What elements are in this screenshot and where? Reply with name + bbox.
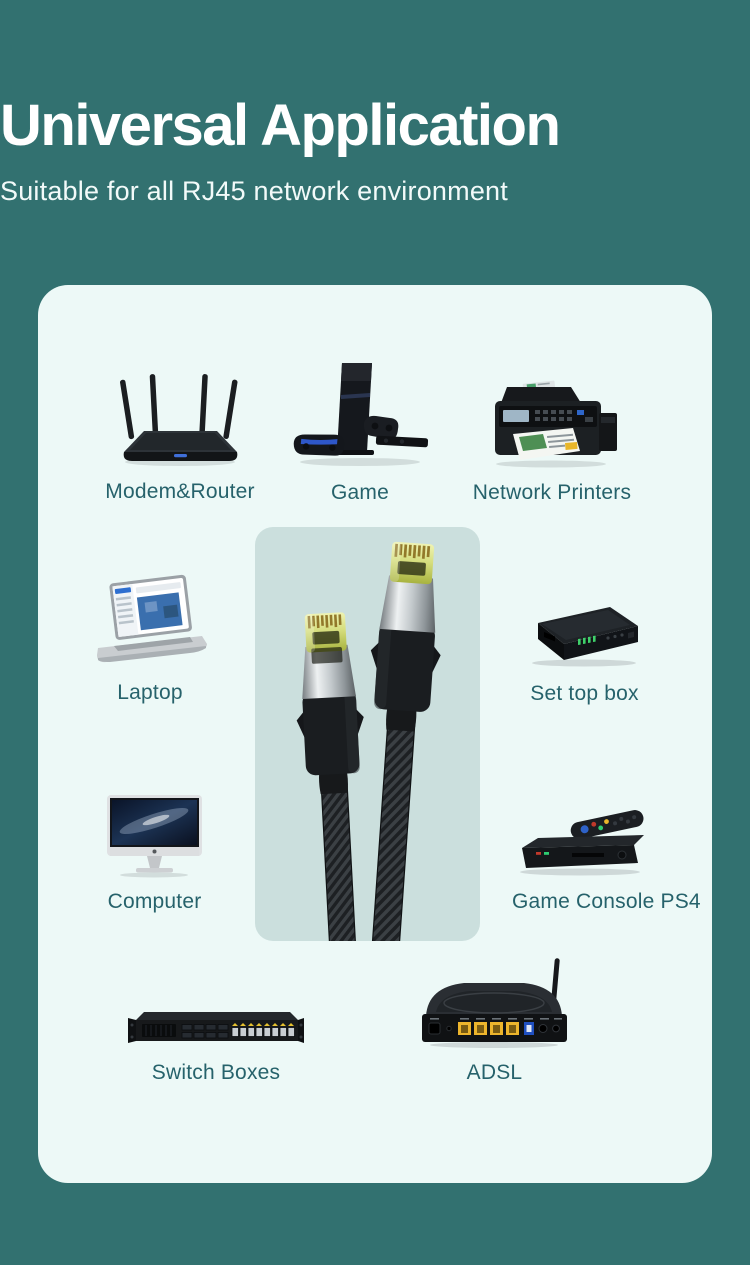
device-adsl: ADSL	[412, 954, 577, 1085]
cable-panel	[255, 527, 480, 941]
laptop-image	[90, 574, 210, 669]
device-label: Network Printers	[472, 481, 632, 504]
device-switch-boxes: Switch Boxes	[126, 1007, 306, 1085]
device-label: ADSL	[466, 1061, 523, 1084]
device-network-printers: Network Printers	[467, 379, 637, 505]
console-remote-image	[512, 808, 652, 878]
page-title: Universal Application	[0, 93, 561, 158]
game-console-image	[275, 357, 445, 469]
device-game: Game	[275, 357, 445, 505]
device-modem-router: Modem&Router	[95, 371, 265, 504]
device-label: Switch Boxes	[151, 1061, 281, 1084]
switch-image	[126, 1007, 306, 1049]
printer-image	[467, 379, 637, 469]
devices-card: Modem&Router	[38, 285, 712, 1183]
device-computer: Computer	[102, 793, 207, 914]
device-laptop: Laptop	[90, 574, 210, 705]
imac-image	[102, 793, 207, 878]
device-label: Modem&Router	[105, 480, 255, 503]
device-label: Game Console PS4	[512, 890, 701, 913]
page-subtitle: Suitable for all RJ45 network environmen…	[0, 176, 508, 206]
rj45-cable-image	[296, 541, 441, 941]
router-image	[95, 371, 265, 468]
device-game-console-ps4: Game Console PS4	[512, 808, 701, 914]
device-set-top-box: Set top box	[522, 599, 647, 706]
adsl-modem-image	[412, 954, 577, 1049]
device-label: Game	[331, 481, 389, 504]
set-top-box-image	[522, 599, 647, 670]
device-label: Computer	[107, 890, 202, 913]
device-label: Set top box	[530, 682, 639, 705]
device-label: Laptop	[117, 681, 183, 704]
